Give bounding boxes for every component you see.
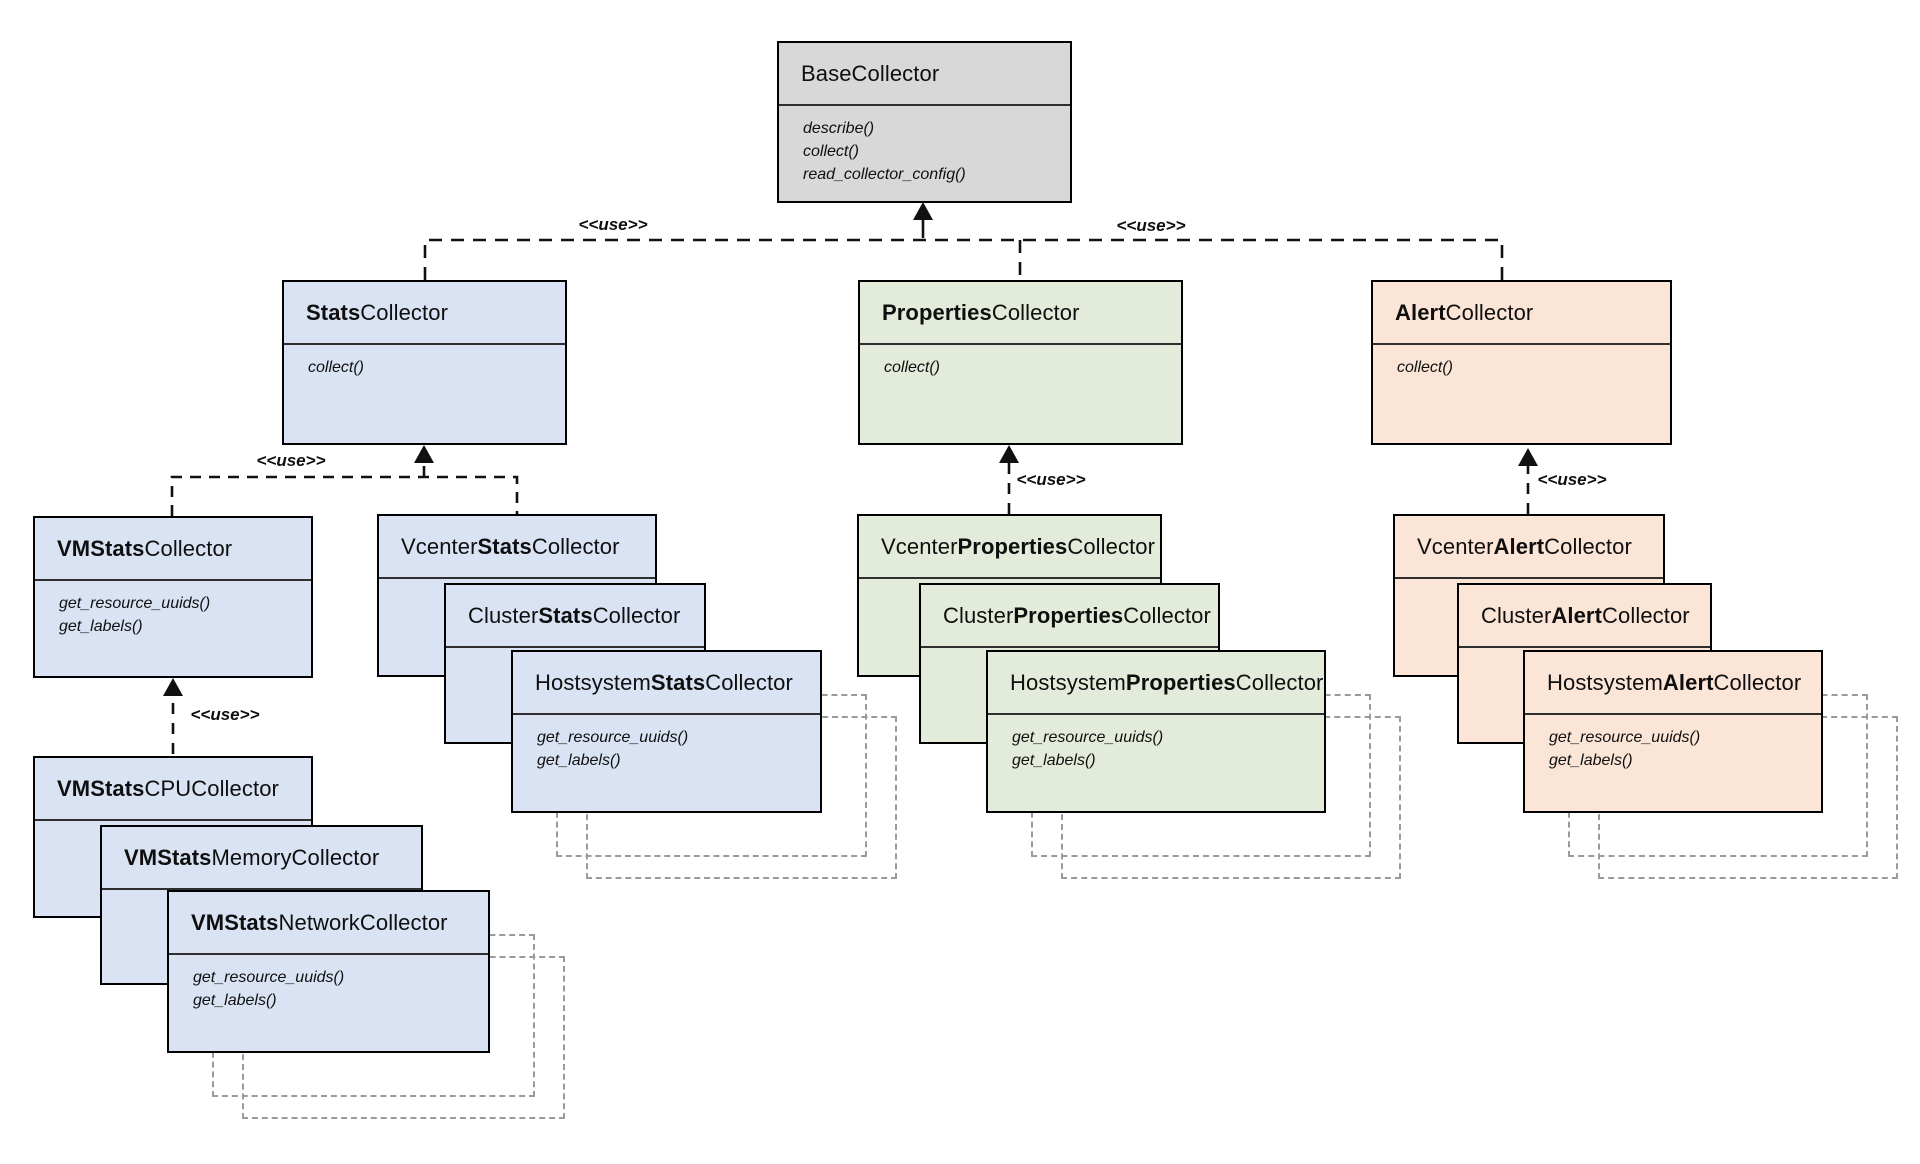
method-label: get_resource_uuids() xyxy=(193,969,345,986)
method-label: get_labels() xyxy=(1012,752,1096,769)
use-stereotype-label-2: <<use>> xyxy=(256,451,326,470)
class-methods-hostsystem-properties-collector: get_resource_uuids() get_labels() xyxy=(988,715,1324,772)
base-generalization-stem-arrowhead-icon xyxy=(913,202,933,220)
method-label: get_labels() xyxy=(193,992,277,1009)
use-stereotype-label-5: <<use>> xyxy=(1537,470,1607,489)
method-label: collect() xyxy=(884,359,941,376)
method-label: collect() xyxy=(308,359,365,376)
class-methods-alert-collector: collect() xyxy=(1373,345,1670,379)
method-label: get_resource_uuids() xyxy=(59,595,211,612)
method-label: get_labels() xyxy=(537,752,621,769)
vmstats-use-arrow-arrowhead-icon xyxy=(163,678,183,696)
class-box-base-collector: BaseCollector describe() collect() read_col… xyxy=(777,41,1072,203)
use-stereotype-label-1: <<use>> xyxy=(1116,216,1186,235)
class-methods-hostsystem-alert-collector: get_resource_uuids() get_labels() xyxy=(1525,715,1821,772)
class-methods-vmstats-network-collector: get_resource_uuids() get_labels() xyxy=(169,955,488,1012)
class-methods-vmstats-collector: get_resource_uuids() get_labels() xyxy=(35,581,311,638)
use-stereotype-label-4: <<use>> xyxy=(1016,470,1086,489)
method-label: get_resource_uuids() xyxy=(537,729,689,746)
use-stereotype-label-3: <<use>> xyxy=(190,705,260,724)
method-label: get_resource_uuids() xyxy=(1012,729,1164,746)
class-title-base-collector: BaseCollector xyxy=(779,43,1070,106)
alert-use-arrow-arrowhead-icon xyxy=(1518,448,1538,466)
stats-use-arrow-arrowhead-icon xyxy=(414,445,434,463)
method-label: get_resource_uuids() xyxy=(1549,729,1701,746)
class-methods-base-collector: describe() collect() read_collector_config… xyxy=(779,106,1070,186)
method-label: describe() xyxy=(803,120,875,137)
method-label: get_labels() xyxy=(1549,752,1633,769)
use-stereotype-label-0: <<use>> xyxy=(578,215,648,234)
stats-children-line-line xyxy=(170,475,519,516)
method-label: collect() xyxy=(1397,359,1454,376)
method-label: read_collector_config() xyxy=(803,166,966,183)
class-methods-hostsystem-stats-collector: get_resource_uuids() get_labels() xyxy=(513,715,820,772)
class-methods-stats-collector: collect() xyxy=(284,345,565,379)
class-methods-properties-collector: collect() xyxy=(860,345,1181,379)
method-label: get_labels() xyxy=(59,618,143,635)
base-use-line-line xyxy=(423,238,1504,280)
method-label: collect() xyxy=(803,143,860,160)
properties-use-arrow-arrowhead-icon xyxy=(999,445,1019,463)
